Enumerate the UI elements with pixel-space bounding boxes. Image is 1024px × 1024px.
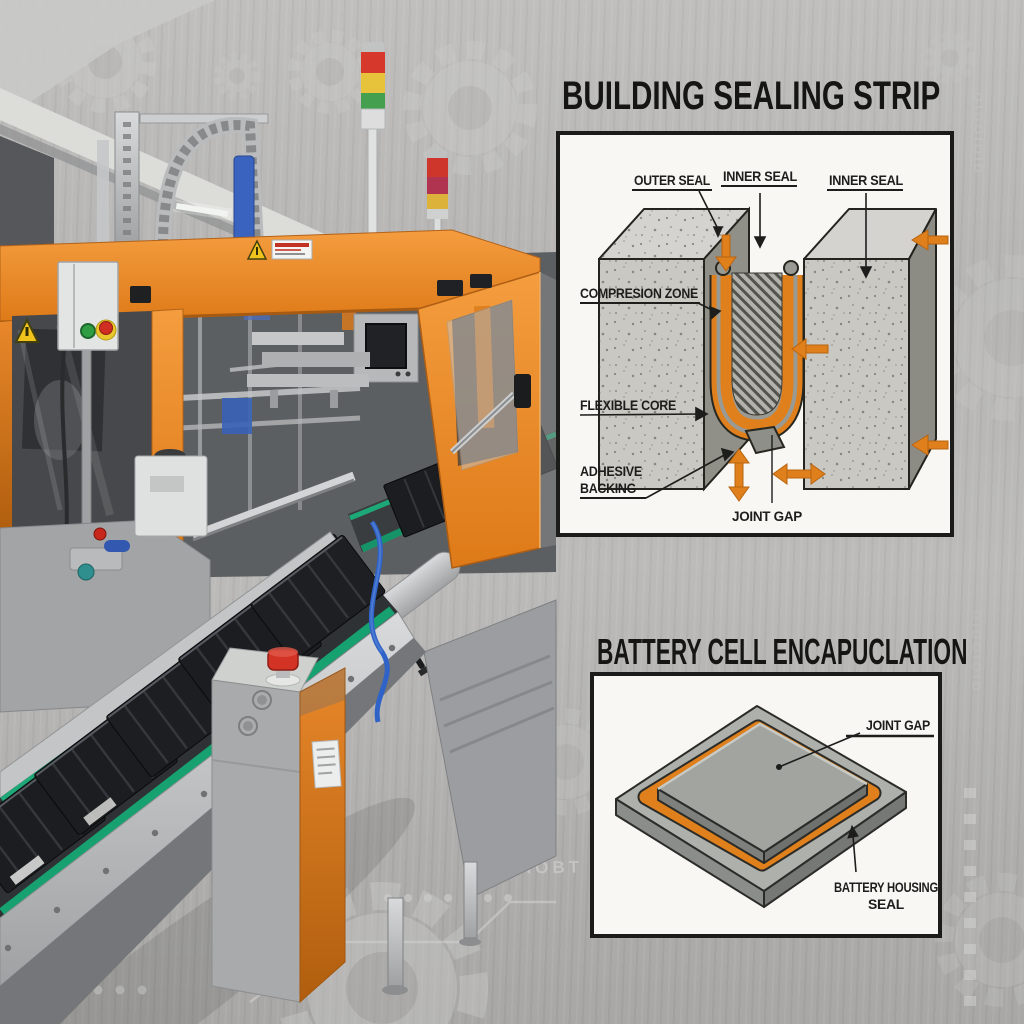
door-lock [514, 374, 531, 408]
machine-leg [463, 861, 478, 939]
force-arrows [715, 229, 949, 502]
leader-lines [776, 732, 934, 873]
label-compression-zone: COMPRESION ZONE [580, 285, 698, 301]
label-joint-gap: JOINT GAP [732, 508, 802, 524]
estop-pedestal [211, 647, 346, 1004]
enclosure-door [417, 270, 556, 569]
seal-inner-orange [720, 275, 794, 431]
blue-cabinet [222, 398, 252, 434]
green-start-button [80, 323, 96, 339]
seal-tail [744, 425, 786, 455]
hinge [470, 274, 492, 288]
fluorescent-light [171, 199, 233, 221]
label-battery-housing: BATTERY HOUSING [834, 879, 938, 895]
label-flexible-core: FLEXIBLE CORE [580, 397, 676, 413]
label-inner-seal-right: INNER SEAL [829, 172, 904, 188]
pneumatic-fitting [104, 540, 130, 552]
diagram-labels: JOINT GAP BATTERY HOUSING SEAL [834, 717, 939, 912]
sealing-diagram: OUTER SEAL INNER SEAL INNER SEAL COMPRES… [579, 168, 949, 524]
label-adhesive: ADHESIVE [580, 463, 642, 479]
label-outer-seal: OUTER SEAL [634, 172, 711, 188]
pedestal-label [311, 739, 342, 789]
sealing-diagram-title: BUILDING SEALING STRIP [562, 74, 941, 118]
hinge [437, 280, 463, 296]
machine-base-right [423, 599, 557, 899]
danger-label [271, 239, 313, 260]
warning-triangle-icon [14, 317, 40, 343]
battery-diagram: JOINT GAP BATTERY HOUSING SEAL [615, 705, 939, 912]
guide-rail [191, 471, 356, 541]
door-glass [446, 299, 519, 471]
label-joint-gap: JOINT GAP [866, 717, 930, 733]
hinge [130, 286, 151, 303]
battery-diagram-title: BATTERY CELL ENCAPUCLATION [597, 631, 968, 672]
battery-lid [657, 722, 868, 864]
seal-lip [783, 260, 799, 276]
estop-button [99, 321, 113, 335]
circuit-dots-row-2 [384, 894, 512, 902]
wall-watermark-text-2: OIDOIOID [969, 610, 984, 694]
red-indicator [93, 527, 107, 541]
sealing-strip [709, 260, 805, 455]
blue-cable-carrier [233, 155, 255, 243]
label-inner-seal-center: INNER SEAL [723, 168, 798, 184]
circuit-pad-column [964, 788, 976, 1006]
label-seal: SEAL [868, 896, 905, 912]
control-box [57, 261, 119, 561]
label-backing: BACKING [580, 480, 636, 496]
sealing-diagram-panel: OUTER SEAL INNER SEAL INNER SEAL COMPRES… [556, 131, 954, 537]
diagram-labels: OUTER SEAL INNER SEAL INNER SEAL COMPRES… [580, 168, 904, 524]
concrete-block-left [598, 206, 750, 492]
stack-light-icon [360, 42, 386, 249]
concrete-block-right [803, 208, 937, 490]
machine-leg [387, 897, 404, 987]
junction-box [134, 455, 208, 537]
valve-knob [77, 563, 95, 581]
seal-flexible-core [731, 272, 783, 416]
tray-label [83, 797, 117, 826]
leader-lines [579, 190, 873, 503]
pedestal-orange-panel [299, 667, 346, 1004]
overhead-gantry [97, 111, 269, 319]
hmi-screen [365, 323, 407, 369]
battery-diagram-panel: JOINT GAP BATTERY HOUSING SEAL [590, 672, 942, 938]
tray-label [9, 855, 45, 885]
wall-watermark-text: OIDOIOID [971, 92, 986, 176]
battery-tray [250, 535, 386, 661]
warning-triangle-icon [246, 239, 268, 260]
